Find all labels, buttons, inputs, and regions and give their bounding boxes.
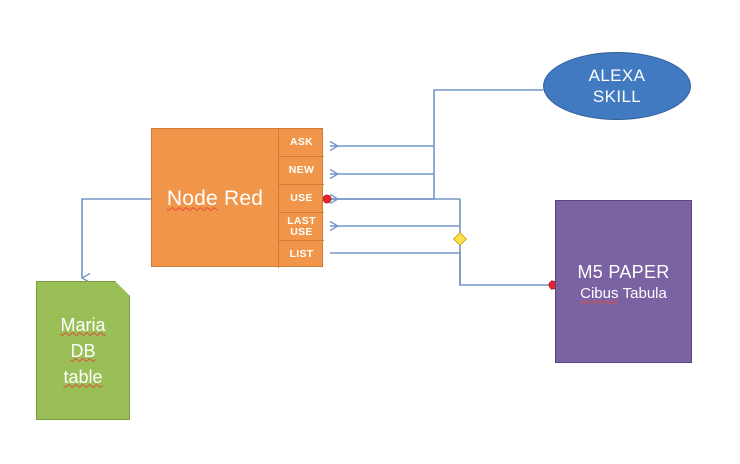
node-red-endpoint-use[interactable]: USE (278, 185, 324, 213)
alexa-skill-line1: ALEXA (588, 66, 646, 85)
connector-list-to-m5 (330, 252, 551, 285)
connector-alexa-to-ask (330, 89, 543, 146)
m5-paper-subtitle: Cibus Tabula (580, 284, 667, 304)
m5-paper-subtitle-tabula: Tabula (622, 284, 667, 302)
waypoint-diamond (452, 231, 468, 247)
m5-paper-node[interactable]: M5 PAPER Cibus Tabula (555, 200, 692, 363)
alexa-skill-line2: SKILL (592, 87, 642, 106)
node-red-block[interactable]: Node Red ASK NEW USE LAST USE LIST (151, 128, 324, 268)
m5-paper-title: M5 PAPER (577, 261, 670, 282)
node-red-label-red: Red (223, 186, 264, 210)
connector-node-red-to-maria (80, 198, 151, 284)
maria-db-node[interactable]: Maria DB table (36, 281, 130, 420)
endpoint-dot-use (322, 194, 332, 204)
node-red-label-node: Node (166, 186, 218, 210)
maria-db-line1: Maria (60, 314, 106, 335)
node-red-endpoint-new[interactable]: NEW (278, 157, 324, 185)
alexa-skill-node[interactable]: ALEXA SKILL (543, 52, 691, 120)
maria-db-line3: table (63, 366, 103, 387)
maria-db-fill (36, 281, 130, 420)
maria-db-line2: DB (70, 340, 96, 361)
m5-paper-subtitle-cibus: Cibus (580, 284, 619, 302)
node-red-endpoint-list[interactable]: LIST (278, 241, 324, 268)
node-red-endpoint-last-use[interactable]: LAST USE (278, 213, 324, 241)
node-red-endpoint-column: ASK NEW USE LAST USE LIST (278, 129, 324, 268)
maria-db-text: Maria DB table (36, 281, 130, 420)
node-red-endpoint-ask[interactable]: ASK (278, 129, 324, 157)
node-red-label: Node Red (152, 129, 278, 268)
